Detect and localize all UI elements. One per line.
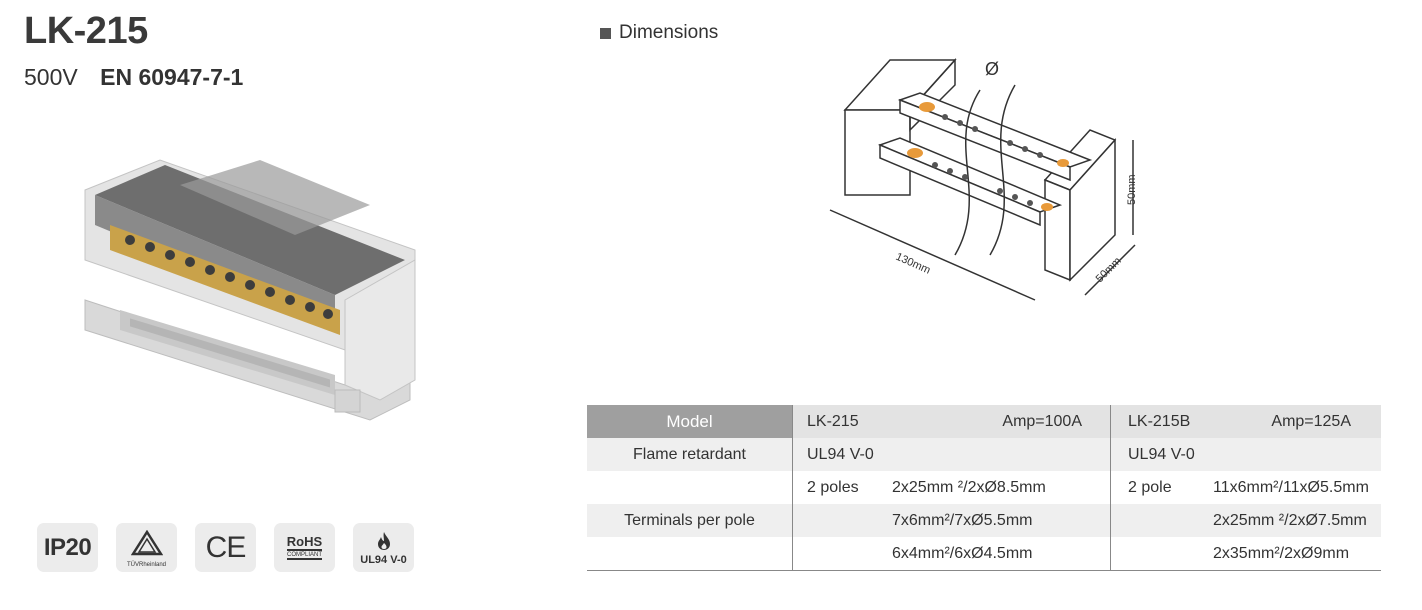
terminal-a-3: 6x4mm²/6xØ4.5mm bbox=[892, 537, 1111, 571]
height-label: 50mm bbox=[1126, 174, 1138, 205]
flame-a-value: UL94 V-0 bbox=[792, 438, 892, 471]
model-b-header: LK-215B bbox=[1110, 405, 1213, 438]
amp-b-header: Amp=125A bbox=[1213, 405, 1381, 438]
dimensions-heading: Dimensions bbox=[600, 22, 718, 44]
dimensions-heading-text: Dimensions bbox=[619, 22, 719, 43]
ip20-label: IP20 bbox=[43, 533, 92, 561]
ul94-badge: UL94 V-0 bbox=[353, 523, 414, 572]
product-subtitle: 500V EN 60947-7-1 bbox=[24, 64, 243, 91]
rohs-label: RoHS bbox=[286, 534, 323, 551]
certification-badges: IP20 TÜVRheinland CE RoHS COMPLIANT UL94… bbox=[37, 523, 414, 572]
poles-a-value: 2 poles bbox=[792, 471, 892, 504]
terminal-a-2: 7x6mm²/7xØ5.5mm bbox=[892, 504, 1111, 537]
dimension-diagram: Ø 130mm 50mm 50mm bbox=[829, 58, 1138, 301]
width-label: 130mm bbox=[894, 251, 932, 277]
model-a-header: LK-215 bbox=[792, 405, 892, 438]
flame-b-value: UL94 V-0 bbox=[1110, 438, 1213, 471]
product-title: LK-215 bbox=[24, 10, 148, 52]
table-row: 2 poles 2x25mm ²/2xØ8.5mm 2 pole 11x6mm²… bbox=[587, 471, 1381, 504]
terminal-a-1: 2x25mm ²/2xØ8.5mm bbox=[892, 478, 1046, 496]
flame-label: Flame retardant bbox=[587, 438, 793, 471]
standard-reference: EN 60947-7-1 bbox=[100, 64, 244, 90]
ul94-label: UL94 V-0 bbox=[360, 554, 407, 566]
phi-label: Ø bbox=[985, 59, 999, 79]
square-bullet-icon bbox=[600, 27, 611, 39]
product-photo bbox=[84, 159, 416, 421]
terminals-label: Terminals per pole bbox=[587, 504, 793, 537]
voltage-rating: 500V bbox=[24, 64, 78, 90]
poles-b-value: 2 pole bbox=[1110, 471, 1213, 504]
spec-table: Model LK-215 Amp=100A LK-215B Amp=125A F… bbox=[587, 405, 1381, 571]
table-row: Flame retardant UL94 V-0 UL94 V-0 bbox=[587, 438, 1381, 471]
table-row: 6x4mm²/6xØ4.5mm 2x35mm²/2xØ9mm bbox=[587, 537, 1381, 571]
model-header: Model bbox=[587, 405, 793, 438]
flame-icon bbox=[377, 531, 390, 550]
ce-label: CE bbox=[205, 530, 247, 564]
tuv-triangle-icon bbox=[130, 529, 163, 555]
ce-badge: CE bbox=[195, 523, 256, 572]
terminal-b-1: 11x6mm²/11xØ5.5mm bbox=[1213, 478, 1369, 496]
depth-label: 50mm bbox=[1094, 255, 1124, 285]
rohs-compliant-label: COMPLIANT bbox=[286, 552, 322, 560]
table-row: Terminals per pole 7x6mm²/7xØ5.5mm 2x25m… bbox=[587, 504, 1381, 537]
ip20-badge: IP20 bbox=[37, 523, 98, 572]
rohs-badge: RoHS COMPLIANT bbox=[274, 523, 335, 572]
tuv-label: TÜVRheinland bbox=[126, 562, 167, 568]
tuv-badge: TÜVRheinland bbox=[116, 523, 177, 572]
amp-a-header: Amp=100A bbox=[892, 405, 1111, 438]
table-header-row: Model LK-215 Amp=100A LK-215B Amp=125A bbox=[587, 405, 1381, 438]
terminal-b-2: 2x25mm ²/2xØ7.5mm bbox=[1213, 504, 1381, 537]
terminal-b-3: 2x35mm²/2xØ9mm bbox=[1213, 537, 1381, 571]
